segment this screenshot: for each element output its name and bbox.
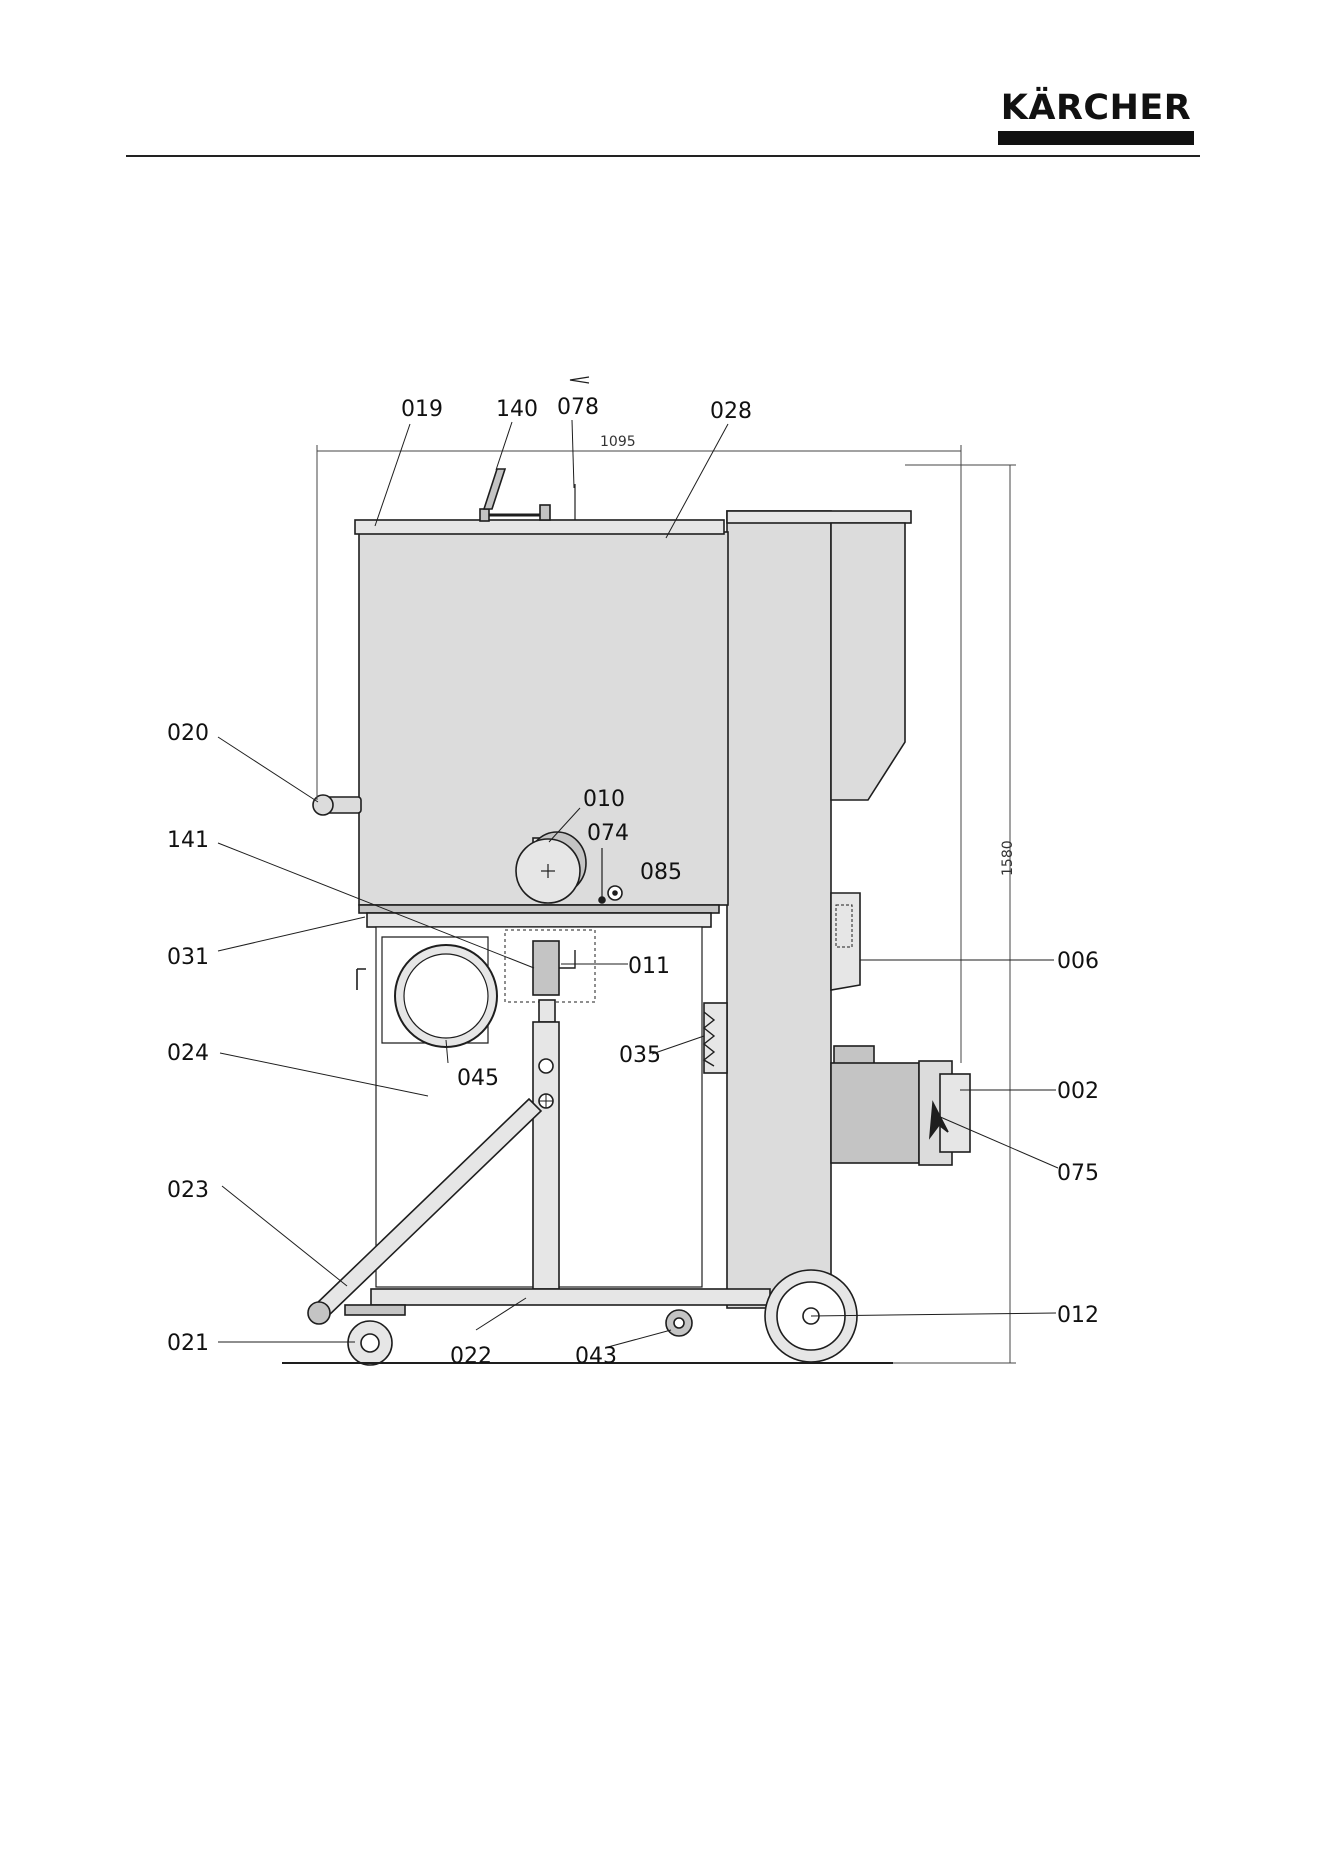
callout-012: 012 [1057, 1303, 1099, 1328]
indicator-tip [599, 897, 605, 903]
width-dimension-label: 1095 [600, 434, 636, 450]
leader-078 [572, 420, 574, 488]
tank-lid [355, 520, 724, 534]
callout-006: 006 [1057, 949, 1099, 974]
tank-flange [359, 905, 719, 913]
callout-045: 045 [457, 1066, 499, 1091]
crank-hub [480, 509, 489, 521]
callout-010: 010 [583, 787, 625, 812]
crank-mount [540, 505, 550, 520]
motor-fan-cover [940, 1074, 970, 1152]
leader-019 [375, 424, 410, 526]
callout-078: 078 [557, 395, 599, 420]
machine-body [308, 469, 970, 1365]
callout-020: 020 [167, 721, 209, 746]
small-wheel-hub [674, 1318, 684, 1328]
height-dimension-label: 1580 [1000, 840, 1016, 876]
callout-023: 023 [167, 1178, 209, 1203]
vent-arrow-icon [570, 377, 589, 383]
push-handle-grip [308, 1302, 330, 1324]
callout-043: 043 [575, 1344, 617, 1369]
cabinet-hook [357, 969, 366, 990]
valve-body [533, 941, 559, 995]
callout-011: 011 [628, 954, 670, 979]
callout-021: 021 [167, 1331, 209, 1356]
callout-140: 140 [496, 397, 538, 422]
side-box [831, 893, 860, 990]
callout-075: 075 [1057, 1161, 1099, 1186]
side-handle-knob [313, 795, 333, 815]
motor-body [831, 1063, 919, 1163]
callout-074: 074 [587, 821, 629, 846]
caster-mount [345, 1305, 405, 1315]
callout-085: 085 [640, 860, 682, 885]
leader-043 [608, 1330, 671, 1347]
callout-024: 024 [167, 1041, 209, 1066]
callout-019: 019 [401, 397, 443, 422]
tower-top-cap [727, 511, 911, 523]
tower-rear-housing [831, 523, 905, 800]
callout-022: 022 [450, 1344, 492, 1369]
rim-plate [367, 913, 711, 927]
leader-140 [496, 422, 512, 470]
callout-031: 031 [167, 945, 209, 970]
hatch-lid [404, 954, 488, 1038]
post-hole-upper [539, 1059, 553, 1073]
valve-outlet [539, 1000, 555, 1022]
caster-hub [361, 1334, 379, 1352]
crank-grip [484, 469, 505, 509]
callout-141: 141 [167, 828, 209, 853]
callout-002: 002 [1057, 1079, 1099, 1104]
tower-column [727, 511, 831, 1308]
callout-028: 028 [710, 399, 752, 424]
leader-031 [218, 917, 365, 951]
callout-035: 035 [619, 1043, 661, 1068]
chassis-bar [371, 1289, 770, 1305]
screw-center [613, 891, 617, 895]
leader-023 [222, 1186, 347, 1286]
leader-020 [218, 737, 318, 802]
